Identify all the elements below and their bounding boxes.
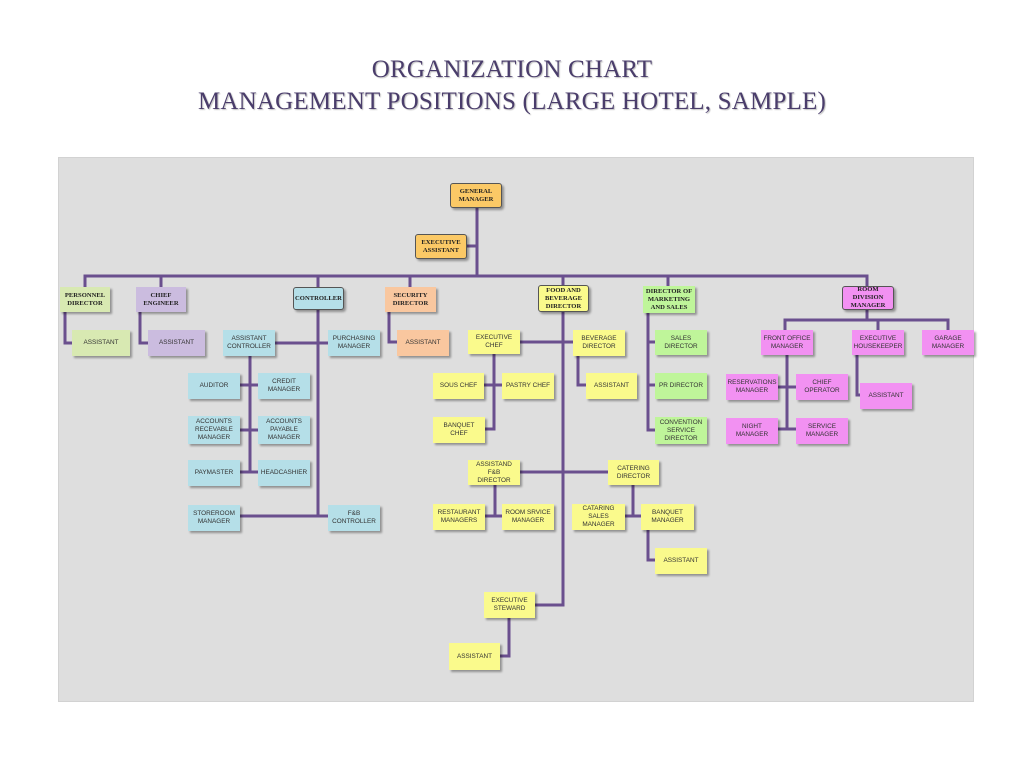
node-catering-sales-manager[interactable]: CATARING SALES MANAGER [572,504,625,530]
node-accounts-receivable-manager[interactable]: ACCOUNTS RECEVABLE MANAGER [188,416,240,444]
node-food-beverage-director[interactable]: FOOD AND BEVERAGE DIRECTOR [538,285,589,312]
node-housekeeper-assistant[interactable]: ASSISTANT [860,383,912,409]
node-beverage-assistant[interactable]: ASSISTANT [586,373,637,399]
node-banquet-manager[interactable]: BANQUET MANAGER [641,504,694,530]
node-banquet-assistant[interactable]: ASSISTANT [655,548,707,574]
node-chief-engineer[interactable]: CHIEF ENGINEER [136,287,186,312]
node-fb-controller[interactable]: F&B CONTROLLER [328,505,380,531]
node-personnel-assistant[interactable]: ASSISTANT [72,330,130,356]
node-executive-housekeeper[interactable]: EXECUTIVE HOUSEKEEPER [852,330,904,355]
node-storeroom-manager[interactable]: STOREROOM MANAGER [188,505,240,531]
node-executive-steward[interactable]: EXECUTIVE STEWARD [484,592,535,618]
node-sales-director[interactable]: SALES DIRECTOR [655,330,707,355]
node-security-assistant[interactable]: ASSISTANT [397,330,449,356]
node-marketing-sales-director[interactable]: DIRECTOR OF MARKETING AND SALES [643,286,695,313]
node-service-manager[interactable]: SERVICE MANAGER [796,418,848,444]
node-room-service-manager[interactable]: ROOM SRVICE MANAGER [502,504,554,530]
chart-subtitle: MANAGEMENT POSITIONS (LARGE HOTEL, SAMPL… [197,88,827,115]
node-auditor[interactable]: AUDITOR [188,373,240,399]
node-beverage-director[interactable]: BEVERAGE DIRECTOR [573,330,625,356]
node-accounts-payable-manager[interactable]: ACCOUNTS PAYABLE MANAGER [258,416,310,444]
node-convention-service-director[interactable]: CONVENTION SERVICE DIRECTOR [655,417,707,444]
node-controller[interactable]: CONTROLLER [293,287,344,310]
node-room-division-manager[interactable]: ROOM DIVISION MANAGER [842,286,894,310]
node-chief-operator[interactable]: CHIEF OPERATOR [796,374,848,400]
node-garage-manager[interactable]: GARAGE MANAGER [922,330,974,355]
node-sous-chef[interactable]: SOUS CHEF [433,373,484,399]
node-assistant-fb-director[interactable]: ASSISTAND F&B DIRECTOR [468,460,520,485]
node-pr-director[interactable]: PR DIRECTOR [655,373,707,399]
node-front-office-manager[interactable]: FRONT OFFICE MANAGER [761,330,813,355]
node-restaurant-managers[interactable]: RESTAURANT MANAGERS [433,504,485,530]
node-personnel-director[interactable]: PERSONNEL DIRECTOR [60,287,110,312]
node-purchasing-manager[interactable]: PURCHASING MANAGER [328,330,380,356]
node-banquet-chef[interactable]: BANQUET CHEF [433,417,485,443]
node-executive-assistant[interactable]: EXECUTIVE ASSISTANT [415,234,467,259]
node-pastry-chef[interactable]: PASTRY CHEF [502,373,554,399]
node-executive-chef[interactable]: EXECUTIVE CHEF [468,330,520,354]
node-credit-manager[interactable]: CREDIT MANAGER [258,373,310,399]
node-steward-assistant[interactable]: ASSISTANT [449,643,500,670]
node-general-manager[interactable]: GENERAL MANAGER [450,183,502,208]
node-paymaster[interactable]: PAYMASTER [188,460,240,486]
node-night-manager[interactable]: NIGHT MANAGER [726,418,778,444]
node-security-director[interactable]: SECURITY DIRECTOR [385,287,436,312]
node-engineer-assistant[interactable]: ASSISTANT [148,330,205,356]
node-headcashier[interactable]: HEADCASHIER [258,460,310,486]
chart-title: ORGANIZATION CHART [371,56,653,83]
node-catering-director[interactable]: CATERING DIRECTOR [608,460,659,485]
node-reservations-manager[interactable]: RESERVATIONS MANAGER [726,374,778,400]
node-assistant-controller[interactable]: ASSISTANT CONTROLLER [223,330,275,356]
